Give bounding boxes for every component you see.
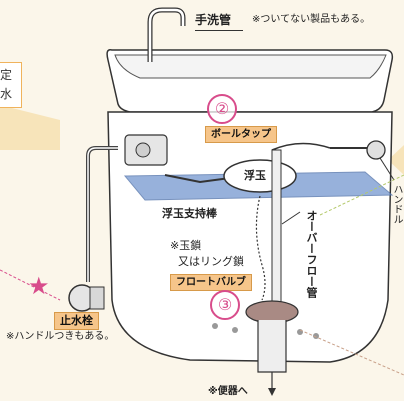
star-marker: ★ [28,272,50,300]
callout-ray-right-upper [388,145,404,175]
hand-wash-underline [195,30,243,31]
connector-left [0,269,61,301]
ball-tap-label: ボールタップ [205,126,277,143]
handle-leader [379,157,395,181]
number-3-circle: ③ [210,290,240,320]
hand-wash-pipe-label: 手洗管 [195,13,232,27]
chain [255,195,266,301]
float-support-rod-label: 浮玉支持棒 [162,207,217,220]
callout-ray-left [0,105,60,150]
float-ball-label: 浮玉 [244,169,266,182]
handle-knob [366,140,386,160]
drain-outlet [257,320,287,373]
connector-right-2 [299,329,404,376]
left-box-line-2: 水 [0,87,13,102]
connector-right-1 [319,174,404,216]
chain-label-2: 又はリング鎖 [178,255,244,268]
to-toilet-arrowhead [268,388,276,396]
left-box-line-1: 定 [0,68,13,82]
handle-side-label: ハンドル [391,184,402,224]
chain-label-1: ※玉鎖 [170,239,202,252]
left-cropped-textbox: 定 水 [0,62,22,109]
overflow-pipe-label: オーバーフロー管 [305,210,318,298]
float-arm [164,174,231,184]
to-toilet-label: ※便器へ [208,386,248,397]
ball-tap-joint [135,142,151,158]
bolt-right [297,329,303,335]
tank-lid-top [114,54,387,79]
bolt-far-right [313,333,319,339]
hand-wash-pipe-inner [148,8,185,62]
overflow-tube [271,149,282,311]
bolt-mid [232,327,238,333]
bolt-left [212,323,218,329]
float-valve-shape [245,300,299,324]
float-valve-label: フロートバルブ [170,274,252,291]
overflow-tube-ring [271,142,331,151]
number-2-circle: ② [207,94,237,124]
stop-valve-note: ※ハンドルつきもある。 [6,331,115,342]
stop-valve-body [89,286,105,310]
hand-wash-note: ※ついてない製品もある。 [252,14,371,25]
stop-valve-label: 止水栓 [54,312,99,331]
supply-pipe-inner [87,147,118,282]
overflow-leader [281,211,301,225]
